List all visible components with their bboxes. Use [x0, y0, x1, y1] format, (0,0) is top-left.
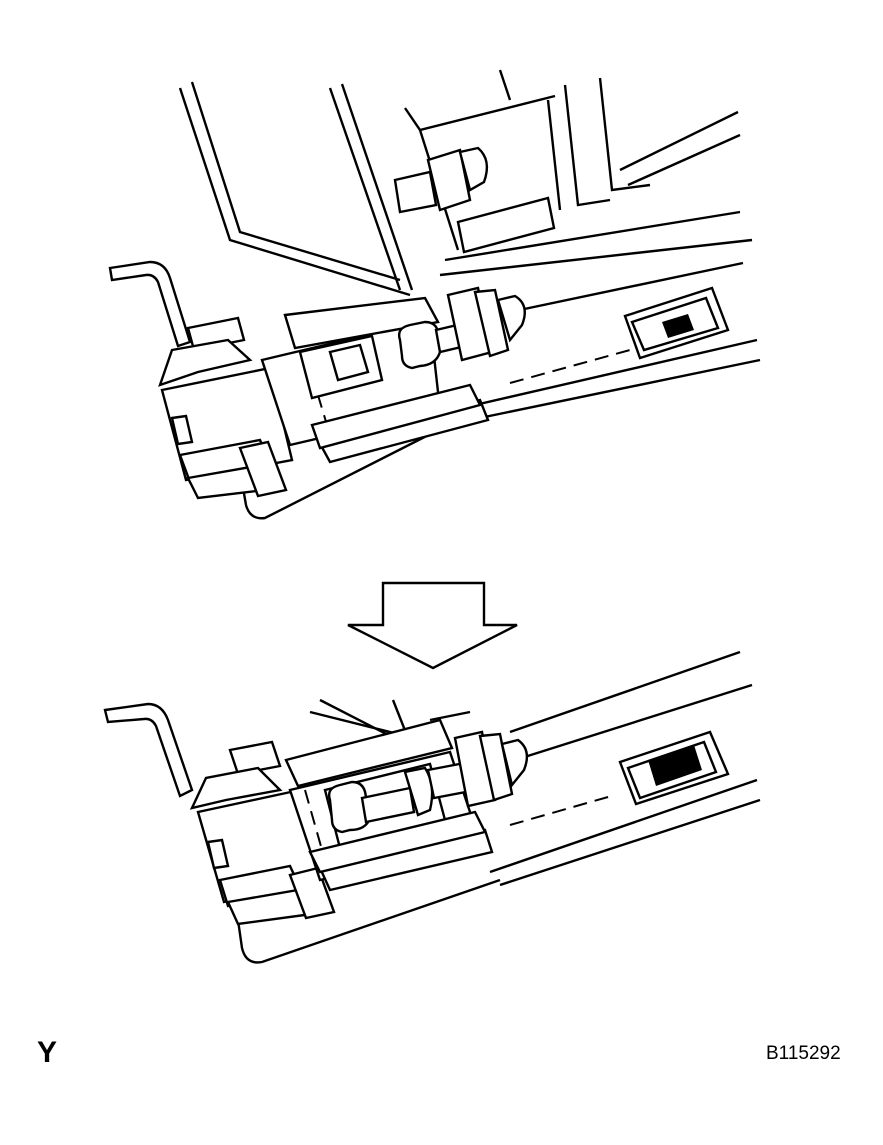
upper-bolt	[393, 146, 556, 254]
view-letter: Y	[37, 1036, 58, 1069]
after-assembly-view	[103, 650, 761, 964]
connector-body-top	[108, 260, 490, 500]
indicator-window-top	[623, 286, 730, 360]
figure-code: B115292	[766, 1043, 841, 1064]
before-assembly-view	[108, 69, 761, 520]
rail-plate	[240, 210, 761, 520]
down-arrow	[347, 581, 518, 670]
indicator-window-bottom	[618, 730, 730, 806]
connector-hook-bottom	[103, 702, 194, 798]
rail-plate-bottom	[236, 650, 761, 964]
upper-housing	[178, 69, 741, 297]
adjuster-bolt-bottom	[327, 730, 529, 834]
adjuster-bolt-top	[397, 286, 526, 370]
